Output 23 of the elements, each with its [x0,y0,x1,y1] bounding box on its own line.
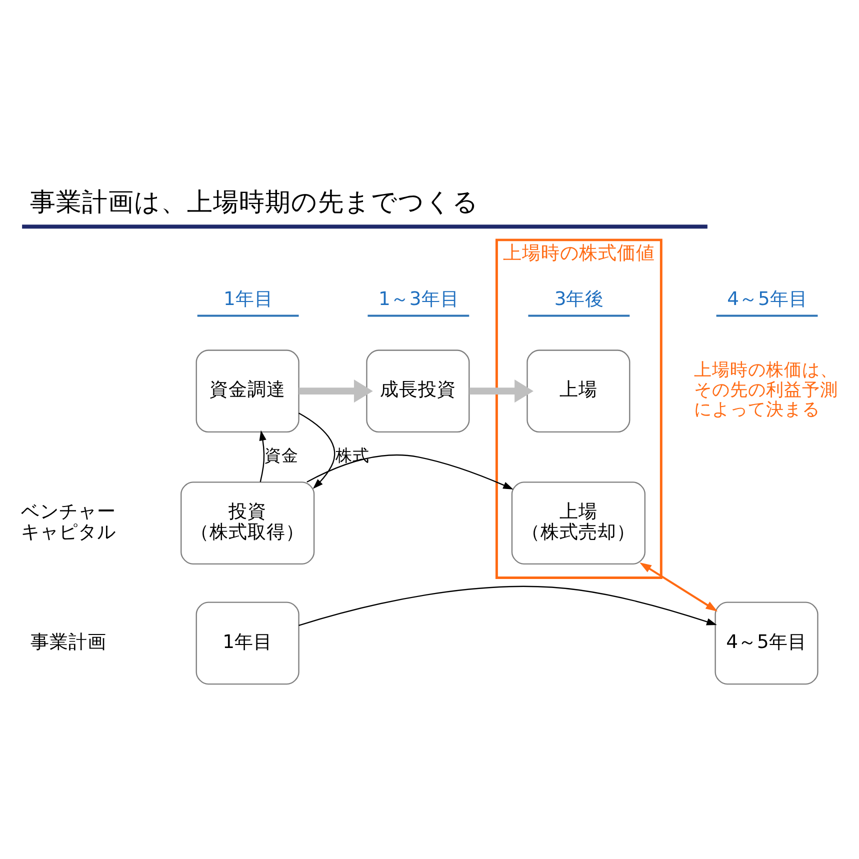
arrow [298,379,373,402]
label: 1～3年目 [378,288,460,310]
node-box: 上場 （株式売却） [511,481,646,564]
label: 事業計画 [30,631,106,652]
label: 上場時の株価は、その先の利益予測によって決まる [694,360,838,420]
arrow [640,562,718,611]
label: ベンチャーキャピタル [20,500,116,543]
diagram-title: 事業計画は、上場時期の先までつくる [30,187,479,218]
edge-label: 資金 [264,444,299,465]
node-box: 4～5年目 [714,601,818,684]
arrow [469,379,534,402]
arrow [298,412,336,488]
label: 3年後 [554,288,604,310]
label: 4～5年目 [727,288,808,310]
label: 1年目 [223,288,274,310]
node-box: 上場 [526,349,630,432]
node-box: 資金調達 [196,349,300,432]
node-box: 成長投資 [366,349,470,432]
arrow [259,430,266,482]
arrow [306,454,514,489]
arrow [298,585,717,626]
node-box: 1年目 [196,601,300,684]
node-box: 投資 （株式取得） [180,481,315,564]
